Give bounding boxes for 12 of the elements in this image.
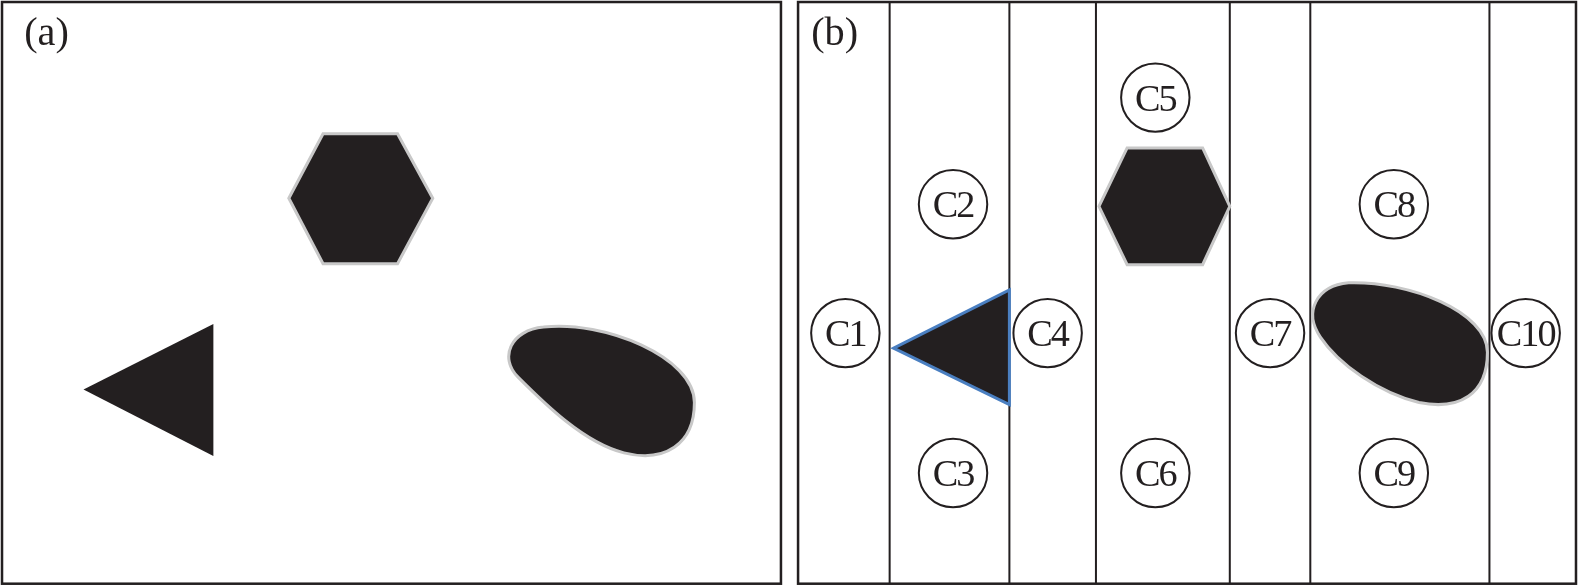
circled-label: C3 — [917, 437, 989, 509]
circled-label: C1 — [810, 297, 881, 369]
circled-label: C5 — [1120, 62, 1191, 133]
circled-label: C6 — [1120, 437, 1191, 509]
circled-label: C8 — [1358, 169, 1430, 240]
circled-label: C9 — [1358, 437, 1430, 509]
panel-label: (a) — [24, 12, 69, 53]
circled-label: C10 — [1490, 297, 1561, 369]
panel-label: (b) — [811, 12, 859, 53]
circled-label: C2 — [917, 169, 989, 240]
circled-label: C7 — [1234, 297, 1306, 369]
circled-label: C4 — [1012, 297, 1083, 369]
